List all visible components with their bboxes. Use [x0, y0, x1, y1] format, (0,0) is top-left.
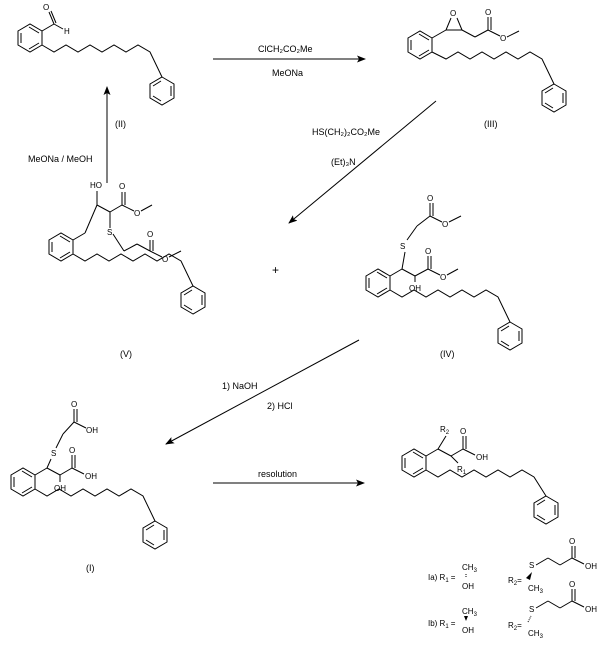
compound-V-label: (V): [120, 349, 132, 359]
hydroxy-label-IV: OH: [409, 284, 421, 293]
hydroxy-label-I: OH: [54, 484, 66, 493]
arrow-IV-to-I: [165, 339, 360, 445]
sulfur-label-I: S: [51, 449, 56, 458]
reagent-step4-top: 1) NaOH: [222, 381, 258, 391]
product-r2-label: R2: [440, 425, 450, 436]
acid2-carbonyl-oxygen-I: O: [69, 446, 75, 455]
acid1-hydroxyl-I: OH: [86, 426, 98, 435]
wedge-bond-icon: [526, 572, 532, 580]
ester2-carbonyl-oxygen-V: O: [147, 230, 153, 239]
legend-ib-acid-oh: OH: [585, 605, 597, 614]
legend-ib-ch3: CH3: [462, 607, 478, 618]
legend-ia-prefix: Ia) R1=: [428, 573, 456, 584]
sulfur-label-IV: S: [400, 242, 405, 251]
legend-ib-r2: R2=: [508, 621, 522, 632]
ester1-oxygen-V: O: [134, 209, 140, 218]
ester1-oxygen-IV: O: [442, 220, 448, 229]
reagent-step2-top: HS(CH₂)₂CO₂Me: [312, 127, 380, 137]
legend-ia-oh: OH: [462, 582, 474, 591]
ester1-carbonyl-oxygen-V: O: [119, 182, 125, 191]
product-structure: R2 O OH R1: [401, 425, 559, 525]
ester2-carbonyl-oxygen-IV: O: [425, 247, 431, 256]
reagent-step1-bottom: MeONa: [272, 68, 303, 78]
legend-ia-ch3: CH3: [462, 563, 478, 574]
compound-V-structure: HO O O S O O: [48, 181, 206, 315]
legend-ib-prefix: Ib) R1=: [428, 619, 456, 630]
aldehyde-oxygen-label: O: [43, 3, 49, 12]
compound-III-label: (III): [484, 119, 498, 129]
ester-oxygen-label: O: [500, 34, 506, 43]
legend-ib-oh: OH: [462, 626, 474, 635]
legend-ia-s: S: [529, 561, 534, 570]
epoxide-oxygen-label: O: [450, 9, 456, 18]
compound-I-label: (I): [86, 563, 95, 573]
legend-ib-acid-o: O: [569, 580, 575, 589]
compound-I-structure: S O OH O OH OH: [10, 400, 168, 550]
legend-ia-ch3-r2: CH3: [528, 584, 544, 595]
hydroxy-label-V: HO: [90, 181, 102, 190]
compound-IV-structure: S O O O O OH: [365, 194, 523, 351]
legend-ia-r2: R2=: [508, 576, 522, 587]
ester1-carbonyl-oxygen-IV: O: [427, 194, 433, 203]
reagent-step2-bottom: (Et)₃N: [331, 157, 356, 167]
legend-Ia: Ia) R1= CH3 OH R2= S CH3 O OH: [428, 537, 597, 595]
ester2-oxygen-V: O: [162, 255, 168, 264]
compound-II-label: (II): [115, 119, 126, 129]
arrow-III-to-V: [288, 100, 437, 224]
reagent-step5: resolution: [258, 469, 297, 479]
carbonyl-oxygen-label: O: [485, 8, 491, 17]
product-acid-hydroxyl: OH: [476, 453, 488, 462]
compound-IV-label: (IV): [440, 349, 455, 359]
legend-ia-acid-o: O: [569, 537, 575, 546]
legend-ib-ch3-r2: CH3: [528, 629, 544, 640]
product-carbonyl-oxygen: O: [460, 427, 466, 436]
legend-ia-acid-oh: OH: [585, 562, 597, 571]
compound-III-structure: O O O: [407, 8, 567, 113]
plus-sign: +: [272, 263, 279, 277]
acid1-carbonyl-oxygen-I: O: [71, 400, 77, 409]
acid2-hydroxyl-I: OH: [85, 472, 97, 481]
reagent-step3: MeONa / MeOH: [28, 154, 93, 164]
wedge-bond-icon: [464, 616, 468, 621]
sulfur-label-V: S: [107, 228, 112, 237]
aldehyde-hydrogen-label: H: [64, 27, 70, 36]
reagent-step4-bottom: 2) HCl: [267, 401, 293, 411]
product-r1-label: R1: [457, 465, 467, 476]
compound-II-structure: O H: [17, 3, 175, 106]
ester2-oxygen-IV: O: [440, 273, 446, 282]
reagent-step1-top: ClCH₂CO₂Me: [258, 44, 313, 54]
legend-Ib: Ib) R1= CH3 OH R2= S CH3 O OH: [428, 580, 597, 640]
legend-ib-s: S: [529, 605, 534, 614]
